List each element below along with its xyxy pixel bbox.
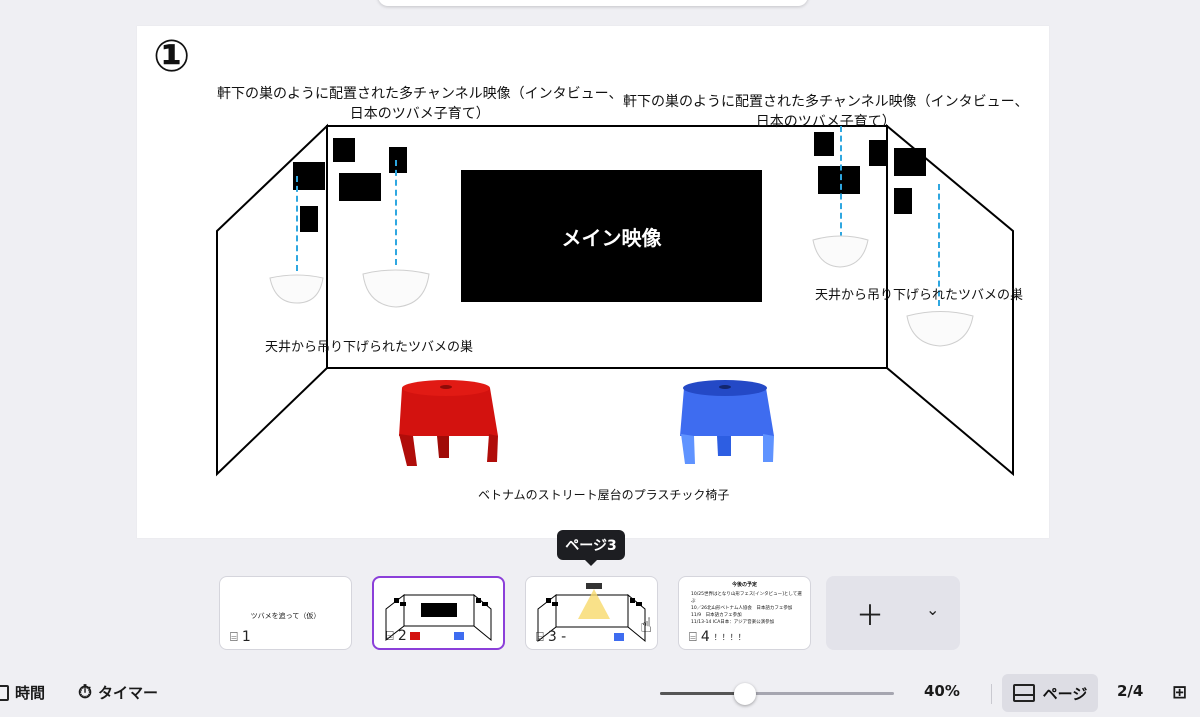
divider xyxy=(991,684,992,704)
page-count[interactable]: 2/4 xyxy=(1117,682,1143,700)
nest-icon xyxy=(362,269,430,308)
grid-icon: ⊞ xyxy=(1172,682,1188,703)
hand-cursor-icon: ☝ xyxy=(640,613,653,637)
blue-stool-icon xyxy=(680,380,774,464)
thumbnail-title: ツバメを追って（仮） xyxy=(250,612,321,620)
small-screen xyxy=(300,206,318,232)
right-caption: 軒下の巣のように配置された多チャンネル映像（インタビュー、 日本のツバメ子育て） xyxy=(623,94,1029,130)
page-view-icon xyxy=(1012,684,1035,702)
thumbnail-number: ⌸ 2 xyxy=(386,628,407,644)
list-item: 10／26北山形ベトナム人協会 日本語カフェ参加 xyxy=(691,606,793,611)
page-thumbnail-4[interactable]: 今後の予定 10/25世界はとなり山形フェス[インタビュー]として選ぶ 10／2… xyxy=(678,576,811,650)
thumbnail-title: 今後の予定 xyxy=(731,582,757,588)
page-count-value: 2/4 xyxy=(1117,682,1144,700)
swallow-nests xyxy=(269,235,974,347)
zoom-level[interactable]: 40% xyxy=(924,682,960,700)
chevron-down-icon[interactable]: ⌄ xyxy=(926,600,940,619)
thumbnail-number-label: 1 xyxy=(241,629,251,645)
nest-icon xyxy=(812,235,869,268)
bottom-bar: 時間 ⏱ タイマー 40% ページ 2/4 ⊞ xyxy=(0,670,1200,717)
small-screen xyxy=(814,132,834,156)
plastic-chairs xyxy=(399,380,774,466)
page-tooltip: ページ3 xyxy=(557,530,625,566)
left-caption: 軒下の巣のように配置された多チャンネル映像（インタビュー、 日本のツバメ子育て） xyxy=(217,86,623,122)
small-screen xyxy=(869,140,887,166)
add-page-group: ＋ ⌄ xyxy=(826,576,960,650)
main-screen: メイン映像 xyxy=(461,170,762,302)
time-label: 時間 xyxy=(15,684,46,702)
hanging-line xyxy=(296,176,298,271)
nest-label-right: 天井から吊り下げられたツバメの巣 xyxy=(815,288,1024,303)
timer-button[interactable]: ⏱ タイマー xyxy=(78,682,158,703)
red-stool-icon xyxy=(399,380,498,466)
thumbnail-number-label: 3 - xyxy=(547,629,567,645)
small-screen xyxy=(894,188,912,214)
zoom-slider-handle[interactable] xyxy=(734,683,756,705)
hanging-line xyxy=(938,184,940,306)
slide-canvas[interactable]: ① 軒下の巣のように配置された多チャンネル映像（インタビュー、 日本のツバメ子育… xyxy=(137,26,1049,538)
small-screen xyxy=(333,138,355,162)
grid-view-button[interactable]: ⊞ xyxy=(1172,682,1187,703)
stopwatch-icon: ⏱ xyxy=(78,682,93,703)
thumbnail-number: ⌸ 4 ！！！！ xyxy=(689,629,746,645)
thumbnail-number: ⌸ 3 - xyxy=(536,629,566,645)
small-screen xyxy=(389,147,407,173)
top-toolbar-pill xyxy=(378,0,808,6)
small-screen xyxy=(293,162,325,190)
timer-label: タイマー xyxy=(98,684,159,702)
small-screen xyxy=(818,166,860,194)
page-thumbnail-3[interactable]: ⌸ 3 - ☝ xyxy=(525,576,658,650)
page-thumbnail-2[interactable]: ⌸ 2 xyxy=(372,576,505,650)
nest-icon xyxy=(269,274,324,304)
thumbnail-number-label: 4 xyxy=(700,629,710,645)
notes-icon xyxy=(0,684,9,701)
presentation-icon: ⌸ xyxy=(689,629,697,645)
thumbnail-preview xyxy=(385,593,492,642)
presentation-icon: ⌸ xyxy=(230,629,238,645)
list-item: 11/13-14 ICA日本：アジア音楽公演参加 xyxy=(691,620,775,625)
hanging-line xyxy=(395,160,397,265)
list-item: 11/9 日本語カフェ参加 xyxy=(691,613,742,618)
thumbnail-number-label: 2 xyxy=(397,628,407,644)
hanging-line xyxy=(840,126,842,238)
thumbnail-trailing-text: ！！！！ xyxy=(713,632,746,642)
thumbnail-preview xyxy=(537,583,646,643)
small-screen xyxy=(894,148,926,176)
presentation-icon: ⌸ xyxy=(536,629,544,645)
zoom-value: 40% xyxy=(924,682,960,700)
zoom-slider[interactable] xyxy=(660,692,894,695)
time-button[interactable]: 時間 xyxy=(0,682,45,703)
list-item: 10/25世界はとなり山形フェス[インタビュー]として選ぶ xyxy=(691,592,802,604)
page-view-button[interactable]: ページ xyxy=(1002,674,1098,712)
slide-number-badge: ① xyxy=(153,31,191,82)
room-outline xyxy=(216,123,1014,477)
thumbnail-number: ⌸ 1 xyxy=(230,629,251,645)
nest-label-left: 天井から吊り下げられたツバメの巣 xyxy=(265,340,474,355)
chair-label: ベトナムのストリート屋台のプラスチック椅子 xyxy=(478,488,730,502)
small-screen xyxy=(339,173,381,201)
presentation-icon: ⌸ xyxy=(386,628,394,644)
zoom-slider-fill xyxy=(660,692,754,695)
page-label: ページ xyxy=(1042,684,1088,703)
page-thumbnail-1[interactable]: ツバメを追って（仮） ⌸ 1 xyxy=(219,576,352,650)
nest-icon xyxy=(906,311,974,347)
add-page-button[interactable]: ＋ xyxy=(856,599,885,632)
